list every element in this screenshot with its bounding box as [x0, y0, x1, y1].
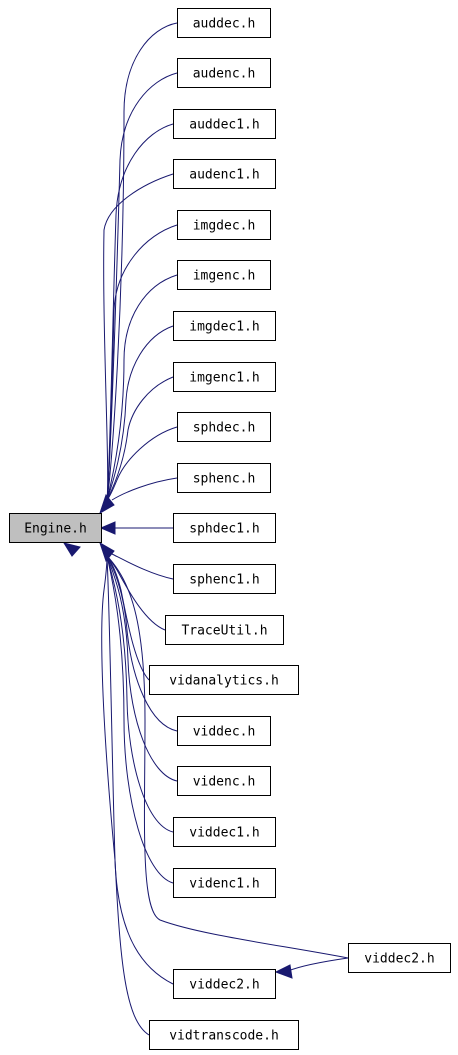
node-label: audenc.h [193, 67, 256, 82]
edge-sphenc1-to-engine [111, 553, 174, 580]
node-label: viddec2.h [189, 978, 259, 993]
node-box [173, 159, 276, 189]
edge-viddec2-to-viddec2a [287, 957, 349, 972]
node-label: sphenc1.h [189, 573, 259, 588]
node-sphdec1[interactable]: sphdec1.h [173, 513, 276, 543]
node-label: videnc1.h [189, 877, 259, 892]
node-box [173, 817, 276, 847]
node-vidanalytics[interactable]: vidanalytics.h [149, 665, 299, 695]
node-box [177, 260, 271, 290]
arrowhead-engine_top [99, 493, 115, 515]
edge-imgenc-to-engine [106, 274, 178, 501]
node-box [173, 969, 276, 999]
node-sphdec[interactable]: sphdec.h [177, 412, 271, 442]
node-label: viddec1.h [189, 826, 259, 841]
node-box [173, 564, 276, 594]
node-box [177, 766, 271, 796]
edge-vidtranscode-to-engine [101, 555, 150, 1036]
arrowhead-engine_right [99, 521, 116, 535]
node-box [165, 615, 284, 645]
node-viddec1[interactable]: viddec1.h [173, 817, 276, 847]
node-label: auddec1.h [189, 118, 259, 133]
node-box [177, 463, 271, 493]
node-videnc1[interactable]: videnc1.h [173, 868, 276, 898]
node-label: vidtranscode.h [169, 1029, 279, 1044]
edge-viddec-to-engine [106, 555, 178, 732]
node-label: sphenc.h [193, 472, 256, 487]
node-imgenc[interactable]: imgenc.h [177, 260, 271, 290]
node-label: viddec2.h [364, 952, 434, 967]
edge-auddec-to-engine [106, 22, 178, 501]
edge-imgenc1-to-engine [106, 376, 174, 501]
node-viddec2a[interactable]: viddec2.h [173, 969, 276, 999]
node-label: sphdec1.h [189, 522, 259, 537]
node-box [173, 362, 276, 392]
node-box [173, 109, 276, 139]
node-engine[interactable]: Engine.h [9, 513, 102, 543]
node-box [177, 412, 271, 442]
node-viddec[interactable]: viddec.h [177, 716, 271, 746]
node-audenc1[interactable]: audenc1.h [173, 159, 276, 189]
node-box [9, 513, 102, 543]
edge-sphenc-to-engine [111, 477, 178, 501]
node-label: Engine.h [24, 522, 87, 537]
edge-sphdec-to-engine [106, 426, 178, 501]
node-imgdec1[interactable]: imgdec1.h [173, 311, 276, 341]
node-label: videnc.h [193, 775, 256, 790]
arrowhead-viddec2a_right [274, 964, 293, 979]
nodes-layer: Engine.h auddec.h audenc.h auddec1.h audenc1… [9, 8, 451, 1050]
node-label: audenc1.h [189, 168, 259, 183]
node-box [348, 943, 451, 973]
node-box [173, 311, 276, 341]
node-label: imgdec1.h [189, 320, 259, 335]
node-label: imgenc1.h [189, 371, 259, 386]
edge-imgdec1-to-engine [106, 325, 174, 501]
node-sphenc[interactable]: sphenc.h [177, 463, 271, 493]
node-label: sphdec.h [193, 421, 256, 436]
node-label: imgenc.h [193, 269, 256, 284]
arrowhead-engine_bottom [99, 541, 115, 563]
node-box [177, 8, 271, 38]
node-box [177, 210, 271, 240]
node-imgdec[interactable]: imgdec.h [177, 210, 271, 240]
node-label: imgdec.h [193, 219, 256, 234]
node-label: auddec.h [193, 17, 256, 32]
node-box [177, 716, 271, 746]
edge-videnc-to-engine [106, 555, 178, 782]
edge-imgdec-to-engine [106, 224, 178, 501]
edge-viddec1-to-engine [106, 555, 174, 833]
node-box [149, 665, 299, 695]
edge-audenc1-to-engine [103, 173, 174, 501]
node-box [173, 868, 276, 898]
node-videnc[interactable]: videnc.h [177, 766, 271, 796]
node-imgenc1[interactable]: imgenc1.h [173, 362, 276, 392]
node-audenc[interactable]: audenc.h [177, 58, 271, 88]
edge-viddec2a-to-engine [106, 555, 174, 985]
node-vidtranscode[interactable]: vidtranscode.h [149, 1020, 299, 1050]
node-label: TraceUtil.h [181, 624, 267, 639]
node-auddec1[interactable]: auddec1.h [173, 109, 276, 139]
node-box [177, 58, 271, 88]
edges-layer [62, 22, 349, 1036]
edge-viddec2-to-engine [106, 555, 349, 959]
node-label: viddec.h [193, 725, 256, 740]
node-sphenc1[interactable]: sphenc1.h [173, 564, 276, 594]
node-label: vidanalytics.h [169, 674, 279, 689]
node-traceutil[interactable]: TraceUtil.h [165, 615, 284, 645]
node-viddec2[interactable]: viddec2.h [348, 943, 451, 973]
edge-auddec1-to-engine [106, 123, 174, 501]
node-box [173, 513, 276, 543]
edge-videnc1-to-engine [106, 555, 174, 884]
node-box [149, 1020, 299, 1050]
node-auddec[interactable]: auddec.h [177, 8, 271, 38]
arrowhead-engine_bottomleft [62, 542, 81, 557]
